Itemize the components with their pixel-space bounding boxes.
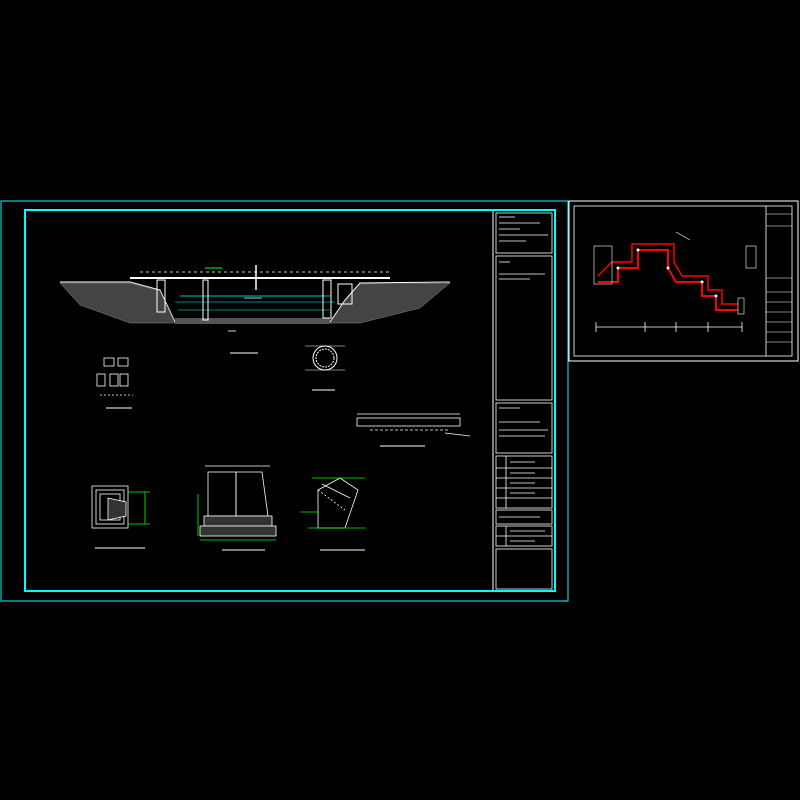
secondary-sheet-outer-border xyxy=(568,200,799,362)
soil-hatch-right xyxy=(329,282,451,324)
detail-wingwall-section xyxy=(300,477,365,551)
title-block-text-marks xyxy=(499,216,548,542)
pipeline-structure-outline xyxy=(593,231,757,315)
main-sheet xyxy=(0,200,569,602)
pipe-circle xyxy=(312,345,338,371)
abutment-right xyxy=(337,283,353,305)
pipeline-markers xyxy=(616,248,718,298)
pier-right xyxy=(322,279,332,319)
title-block-empty-box xyxy=(495,548,553,590)
title-block-signature-box xyxy=(495,455,553,509)
secondary-sheet xyxy=(568,200,799,362)
detail-beam-elevation xyxy=(356,413,471,447)
main-sheet-outer-border xyxy=(0,200,569,602)
bridge-section-elevation xyxy=(59,265,451,354)
title-block-notes-box xyxy=(495,212,553,254)
secondary-sheet-inner-frame xyxy=(573,205,793,357)
title-block-project-box xyxy=(495,402,553,454)
pier-mid xyxy=(202,279,209,321)
detail-railing-post xyxy=(96,357,133,409)
pipeline-route-plan xyxy=(598,249,738,311)
pipeline-route-plan-offset xyxy=(597,243,738,305)
title-block-description-box xyxy=(495,255,553,401)
detail-pipe-section xyxy=(305,345,345,391)
detail-foundation-plan xyxy=(91,485,150,549)
pier-left xyxy=(156,279,166,313)
channel-bed-hatch xyxy=(175,318,330,324)
secondary-title-block xyxy=(766,213,792,343)
detail-abutment-elevation xyxy=(197,465,277,551)
main-sheet-inner-frame xyxy=(24,209,556,592)
title-block-drawing-no-box xyxy=(495,509,553,525)
title-block xyxy=(495,212,553,590)
beam-body xyxy=(356,417,461,427)
